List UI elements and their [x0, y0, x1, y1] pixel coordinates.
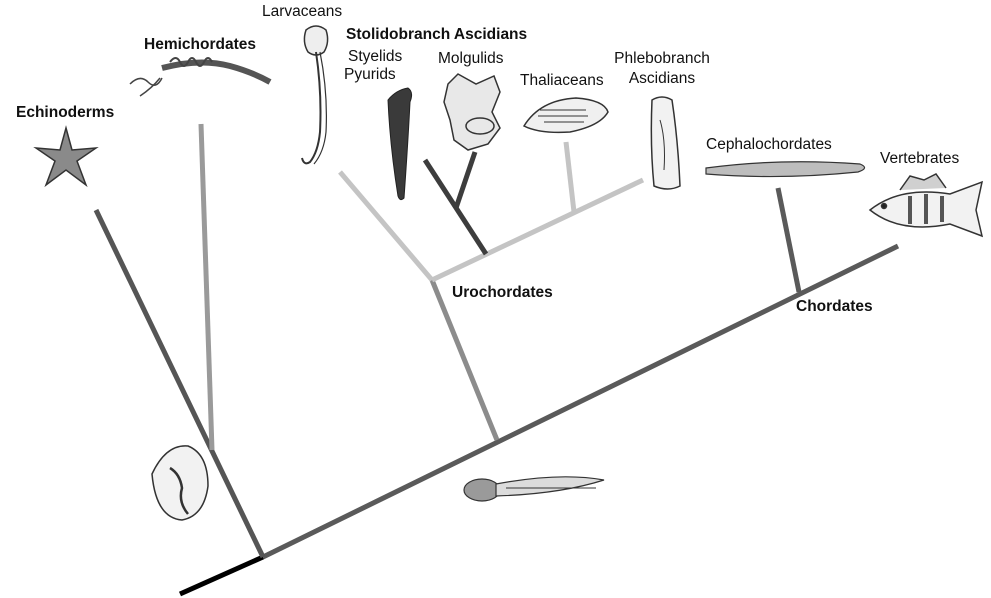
- tadpole-larva-icon: [464, 477, 604, 501]
- thaliaceans-label: Thaliaceans: [520, 72, 604, 90]
- acorn-worm-icon: [130, 58, 270, 96]
- root-branch: [180, 557, 263, 594]
- hemichordate-branch: [201, 124, 212, 450]
- phlebobranch-label-line2: Ascidians: [629, 70, 695, 88]
- chordate-axis-branch: [263, 246, 898, 557]
- cephalochordates-label: Cephalochordates: [706, 136, 832, 154]
- urochordate-branch: [432, 280, 497, 440]
- thaliacean-icon: [524, 98, 608, 132]
- tunicate-branch: [432, 180, 643, 280]
- cephalochordate-branch: [778, 188, 799, 292]
- hemichordates-label: Hemichordates: [144, 36, 256, 54]
- pyurids-label: Pyurids: [344, 66, 396, 84]
- urochordates-label: Urochordates: [452, 284, 553, 302]
- starfish-icon: [36, 128, 96, 185]
- chordates-label: Chordates: [796, 298, 873, 316]
- vertebrates-label: Vertebrates: [880, 150, 959, 168]
- phlebobranch-icon: [651, 97, 680, 189]
- fish-icon: [870, 174, 982, 236]
- styelids-label: Styelids: [348, 48, 402, 66]
- echinoderm-larva-icon: [152, 446, 208, 520]
- molgulid-branch: [456, 152, 475, 208]
- echinoderms-label: Echinoderms: [16, 104, 114, 122]
- stolidobranch-ascidians-label: Stolidobranch Ascidians: [346, 26, 527, 44]
- styelid-icon: [388, 88, 412, 200]
- larvacean-branch: [340, 172, 432, 280]
- phlebobranch-label-line1: Phlebobranch: [614, 50, 710, 68]
- thaliacean-branch: [566, 142, 574, 212]
- molgulids-label: Molgulids: [438, 50, 503, 68]
- amphioxus-icon: [706, 162, 865, 177]
- molgulid-icon: [444, 74, 500, 150]
- larvaceans-label: Larvaceans: [262, 3, 342, 21]
- larvacean-icon: [302, 26, 328, 164]
